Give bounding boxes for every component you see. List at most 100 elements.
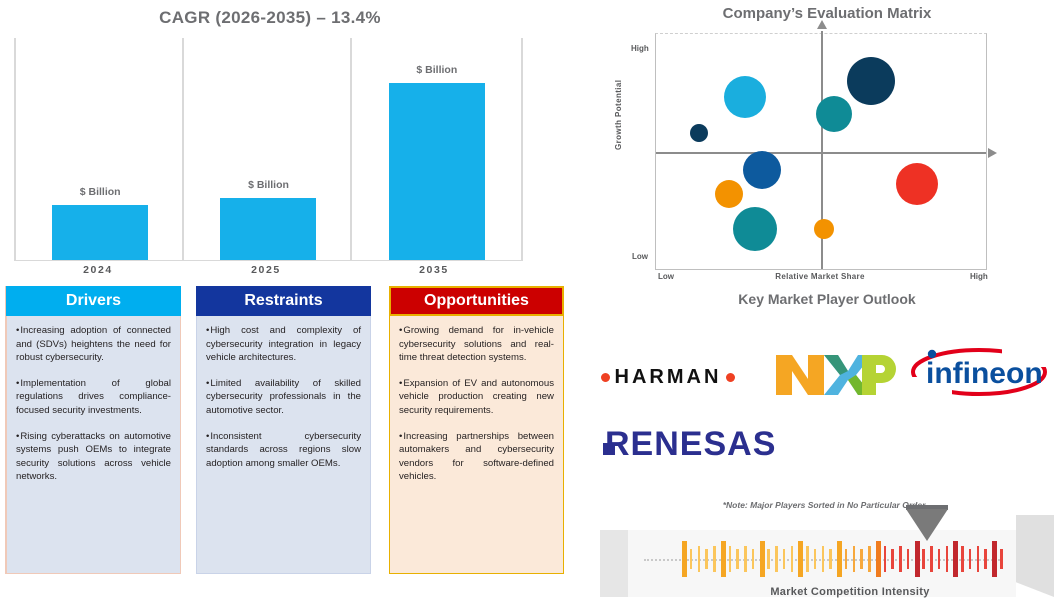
drivers-bullet-2: Implementation of global regulations dri… [16, 377, 171, 418]
players-note: *Note: Major Players Sorted in No Partic… [722, 500, 928, 510]
panel-restraints-title: Restraints [196, 286, 371, 316]
gauge-tick [705, 549, 708, 569]
cagr-title: CAGR (2026-2035) – 13.4% [159, 8, 381, 27]
gauge-tick [829, 549, 832, 569]
panel-restraints-body: High cost and complexity of cybersecurit… [196, 316, 371, 574]
logo-renesas: RENESAS [596, 416, 812, 466]
matrix-bubble[interactable] [733, 207, 777, 252]
key-players-title: Key Market Player Outlook [738, 291, 916, 307]
gauge-tick [1000, 549, 1003, 569]
matrix-bubble[interactable] [742, 151, 781, 190]
gauge-tick [844, 549, 848, 569]
gauge-tick [945, 546, 949, 572]
gauge-tick [682, 541, 687, 577]
gauge-tick [775, 546, 778, 572]
bar-xtick-2024: 2024 [83, 264, 113, 276]
gauge-tick [759, 541, 765, 577]
matrix-bubble[interactable] [714, 179, 743, 208]
bar-group-2035: $ Billion [353, 38, 521, 260]
bar-value-label-2024: $ Billion [79, 186, 121, 198]
matrix-vertical-axis [817, 20, 827, 269]
nxp-wordmark-icon [776, 355, 896, 395]
gauge-tick [837, 541, 843, 577]
matrix-bubble[interactable] [814, 219, 835, 240]
renesas-wordmark-icon: RENESAS [603, 425, 776, 463]
matrix-title: Company’s Evaluation Matrix [722, 5, 932, 22]
matrix-bubble[interactable] [816, 95, 853, 132]
matrix-x-high-label: High [970, 272, 988, 281]
gauge-tick [937, 549, 941, 569]
restraints-bullet-3: Inconsistent cybersecurity standards acr… [206, 430, 361, 471]
matrix-bubble[interactable] [895, 163, 938, 206]
gauge-ticks [682, 539, 1003, 579]
opportunities-bullet-2: Expansion of EV and autonomous vehicle p… [399, 377, 554, 418]
panel-opportunities-title: Opportunities [389, 286, 564, 316]
gauge-tick [767, 549, 770, 569]
logo-nxp [772, 352, 900, 398]
bar-xtick-2035: 2035 [419, 264, 449, 276]
drivers-bullet-3: Rising cyberattacks on automotive system… [16, 430, 171, 484]
gauge-tick [751, 549, 755, 569]
gauge-tick [976, 546, 980, 572]
matrix-bubble[interactable] [724, 76, 767, 119]
matrix-bubble[interactable] [689, 123, 708, 142]
matrix-horizontal-axis [656, 147, 997, 158]
bar-chart-plot-area: $ Billion $ Billion $ Billion [14, 38, 523, 261]
bar-chart-divider-2 [350, 38, 352, 260]
gauge-tick [821, 546, 825, 572]
logo-infineon: infineon [906, 341, 1052, 401]
gauge-tick [891, 549, 894, 569]
gauge-left-tab [600, 530, 629, 597]
matrix-plot-area [655, 20, 997, 270]
gauge-needle-icon[interactable] [906, 509, 948, 541]
bar-2024[interactable] [52, 205, 149, 260]
gauge-body: Market Competition Intensity [628, 530, 1016, 598]
matrix-bubble[interactable] [846, 57, 895, 105]
harman-wordmark: HARMAN [614, 365, 722, 388]
gauge-tick [720, 541, 726, 577]
matrix-x-axis-title: Relative Market Share [775, 272, 865, 281]
matrix-y-high-label: High [631, 44, 649, 53]
gauge-label: Market Competition Intensity [770, 586, 930, 598]
harman-dot-left-icon [600, 372, 610, 382]
harman-dot-right-icon [726, 372, 736, 382]
svg-text:RENESAS: RENESAS [605, 425, 776, 463]
matrix-x-low-label: Low [658, 272, 674, 281]
gauge-tick [798, 541, 804, 577]
matrix-y-low-label: Low [632, 252, 648, 261]
matrix-right-arrow-icon [988, 147, 997, 158]
gauge-tick [697, 546, 700, 572]
gauge-tick [914, 541, 920, 577]
drivers-bullet-1: Increasing adoption of connected and (SD… [16, 324, 171, 365]
bar-2035[interactable] [388, 83, 485, 260]
gauge-tick [852, 546, 856, 572]
panel-drivers-body: Increasing adoption of connected and (SD… [6, 316, 181, 574]
gauge-tick [790, 546, 794, 572]
infineon-wordmark-icon: infineon [906, 343, 1052, 401]
gauge-tick [984, 549, 987, 569]
panel-restraints: Restraints High cost and complexity of c… [196, 286, 371, 574]
gauge-tick [860, 549, 863, 569]
gauge-tick [922, 549, 925, 569]
logo-harman: HARMAN [588, 358, 748, 396]
gauge-tick [868, 546, 871, 572]
bar-xtick-2025: 2025 [251, 264, 281, 276]
bar-2025[interactable] [220, 198, 317, 260]
gauge-tick [899, 546, 902, 572]
matrix-up-arrow-icon [817, 20, 827, 29]
gauge-needle-cap [906, 505, 948, 510]
gauge-tick [806, 546, 809, 572]
gauge-tick [968, 549, 972, 569]
gauge-tick [883, 546, 887, 572]
matrix-y-axis-title: Growth Potential [614, 79, 623, 150]
evaluation-matrix-panel: Company’s Evaluation Matrix Growth Poten… [600, 0, 1054, 286]
bar-group-2025: $ Billion [184, 38, 352, 260]
gauge-tick [875, 541, 881, 577]
restraints-bullet-2: Limited availability of skilled cybersec… [206, 377, 361, 418]
panel-opportunities-body: Growing demand for in-vehicle cybersecur… [389, 316, 564, 574]
bar-value-label-2035: $ Billion [416, 64, 458, 76]
panel-drivers: Drivers Increasing adoption of connected… [5, 286, 181, 574]
bar-chart-panel: CAGR (2026-2035) – 13.4% $ Billion $ Bil… [0, 0, 540, 285]
competition-gauge: Market Competition Intensity [600, 505, 1054, 598]
gauge-right-fold [1016, 515, 1054, 597]
